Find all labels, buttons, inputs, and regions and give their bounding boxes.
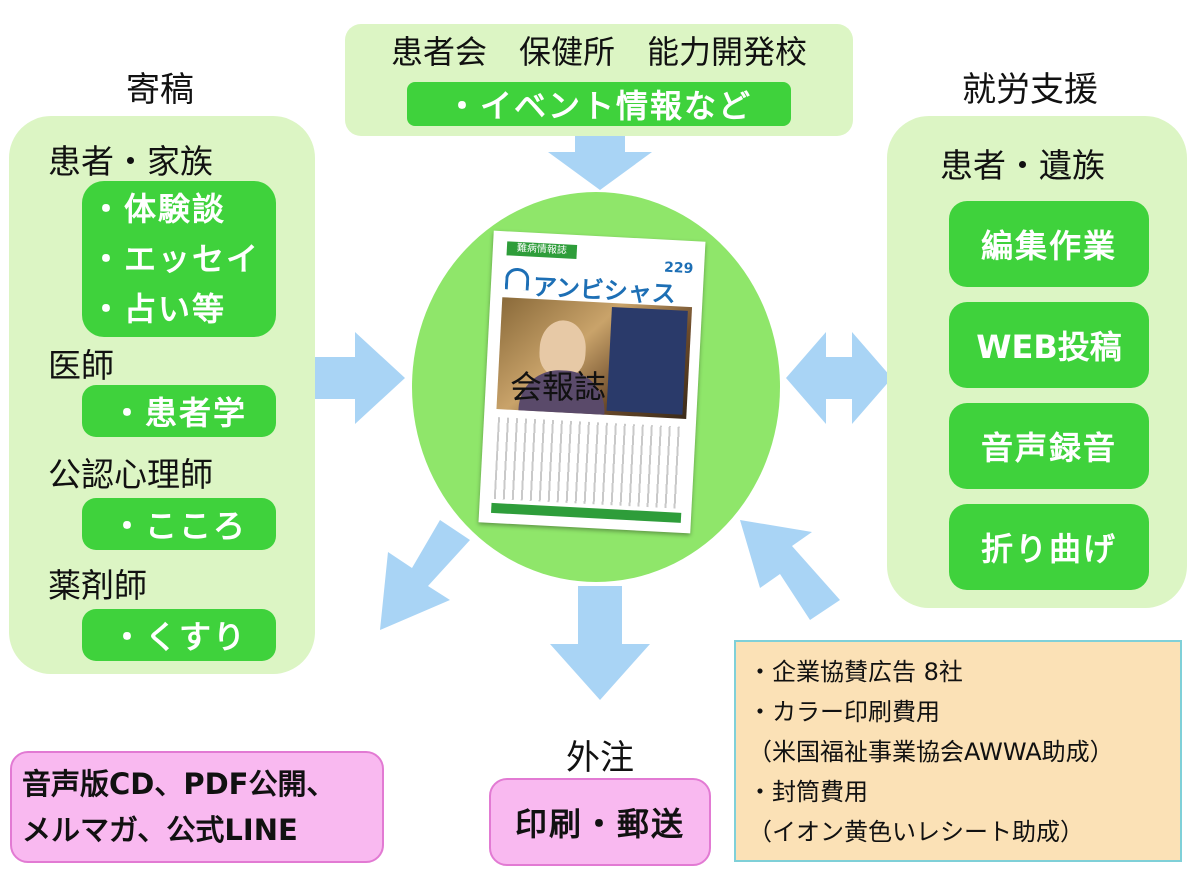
- bottom-chip-label: 印刷・郵送: [514, 805, 685, 843]
- right-label: 患者・遺族: [940, 146, 1105, 185]
- bottom-left-box: 音声版CD、PDF公開、 メルマガ、公式LINE: [10, 751, 384, 863]
- chip-item-fortune: ・占い等: [90, 290, 227, 328]
- left-group-label-doctor: 医師: [48, 346, 114, 385]
- right-chip-editing-label: 編集作業: [980, 227, 1117, 265]
- arrow-top-down: [548, 134, 652, 190]
- chip-item-medicine: ・くすり: [110, 618, 247, 656]
- right-chip-recording-label: 音声録音: [980, 429, 1117, 467]
- right-heading: 就労支援: [962, 70, 1098, 110]
- funding-box: ・企業協賛広告 8社 ・カラー印刷費用 （米国福祉事業協会AWWA助成） ・封筒…: [734, 640, 1182, 862]
- left-group-label-family: 患者・家族: [48, 142, 213, 181]
- right-chip-editing: 編集作業: [949, 201, 1149, 287]
- cover-masthead-text: 難病情報誌: [516, 242, 568, 257]
- funding-line-4: ・封筒費用: [748, 778, 868, 806]
- chip-item-experience: ・体験談: [90, 190, 227, 228]
- funding-line-5: （イオン黄色いレシート助成）: [748, 818, 1084, 846]
- right-chip-web: WEB投稿: [949, 302, 1149, 388]
- chip-item-essay: ・エッセイ: [90, 240, 261, 278]
- left-chip-psychologist: ・こころ: [82, 498, 276, 550]
- bottom-heading: 外注: [566, 738, 634, 778]
- cover-text-lines: [493, 417, 684, 509]
- funding-line-1: ・企業協賛広告 8社: [748, 658, 963, 686]
- cover-masthead: 難病情報誌: [506, 241, 578, 260]
- arrow-bottom-down: [550, 586, 650, 700]
- left-chip-family: ・体験談 ・エッセイ ・占い等: [82, 181, 276, 337]
- top-chip-label: ・イベント情報など: [445, 87, 752, 125]
- arrow-left-right: [290, 332, 405, 424]
- left-chip-pharmacist: ・くすり: [82, 609, 276, 661]
- left-chip-doctor: ・患者学: [82, 385, 276, 437]
- arrow-diag-up-left: [740, 520, 840, 620]
- left-heading: 寄稿: [126, 70, 194, 110]
- arrow-diag-down-left: [380, 520, 470, 630]
- left-group-label-pharmacist: 薬剤師: [48, 566, 147, 605]
- right-chip-web-label: WEB投稿: [976, 328, 1122, 366]
- right-chip-folding-label: 折り曲げ: [980, 530, 1117, 568]
- bottom-left-line-2: メルマガ、公式LINE: [22, 813, 298, 847]
- cover-logo-icon: [504, 267, 530, 291]
- top-panel: 患者会 保健所 能力開発校 ・イベント情報など: [345, 24, 853, 136]
- center-label: 会報誌: [510, 368, 607, 406]
- right-chip-recording: 音声録音: [949, 403, 1149, 489]
- funding-line-3: （米国福祉事業協会AWWA助成）: [748, 738, 1114, 766]
- top-title: 患者会 保健所 能力開発校: [390, 33, 807, 71]
- chip-item-patient-study: ・患者学: [110, 394, 247, 432]
- funding-line-2: ・カラー印刷費用: [748, 698, 940, 726]
- bottom-chip: 印刷・郵送: [489, 778, 711, 866]
- right-chip-folding: 折り曲げ: [949, 504, 1149, 590]
- arrow-right-double: [786, 332, 892, 424]
- left-group-label-psychologist: 公認心理師: [48, 455, 213, 494]
- chip-item-mind: ・こころ: [110, 507, 247, 545]
- top-chip: ・イベント情報など: [407, 82, 791, 126]
- bottom-left-line-1: 音声版CD、PDF公開、: [22, 767, 336, 801]
